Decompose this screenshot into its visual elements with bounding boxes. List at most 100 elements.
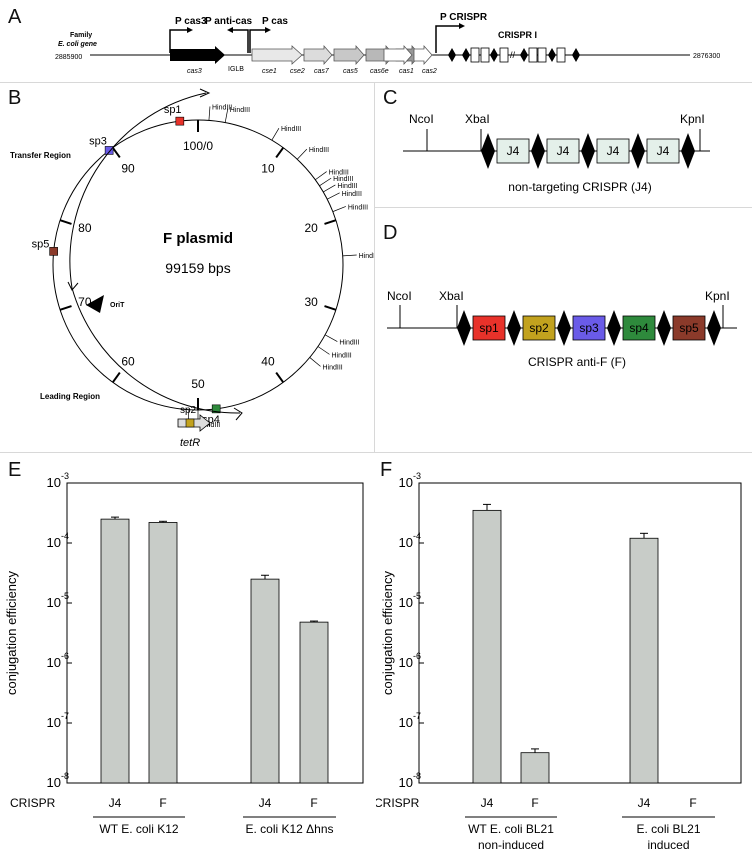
map-tick-label: 80 xyxy=(78,221,92,235)
spacer-box-label: J4 xyxy=(657,144,670,158)
spacer-box-label: sp4 xyxy=(629,321,649,335)
hindiii-site xyxy=(324,334,338,342)
gene-cas3 xyxy=(170,46,225,64)
hindiii-site xyxy=(342,254,357,257)
y-tick-exp: -4 xyxy=(61,531,69,541)
spacer-box-label: sp5 xyxy=(679,321,699,335)
hindiii-label: HindIII xyxy=(348,204,368,211)
svg-text:cas5: cas5 xyxy=(343,68,358,75)
hindiii-label: HindIII xyxy=(337,183,357,190)
hindiii-site xyxy=(332,206,346,212)
bar xyxy=(148,522,178,784)
group-sublabel: non-induced xyxy=(478,838,544,852)
y-tick-exp: -6 xyxy=(61,651,69,661)
svg-text:P cas3: P cas3 xyxy=(175,16,207,27)
svg-text:NcoI: NcoI xyxy=(387,289,412,303)
map-tick-label: 60 xyxy=(121,354,135,368)
hindiii-site xyxy=(208,106,211,121)
transfer-region-arc xyxy=(69,92,207,289)
y-tick-exp: -3 xyxy=(413,471,421,481)
hindiii-label: HindIII xyxy=(329,170,349,177)
panel-label-a: A xyxy=(8,6,22,28)
y-tick-label: 10 xyxy=(47,715,61,730)
map-tick-label: 40 xyxy=(261,354,275,368)
hindiii-label: HindIII xyxy=(323,364,343,371)
y-tick-exp: -4 xyxy=(413,531,421,541)
gene-arrows-cas12 xyxy=(383,44,433,66)
bar xyxy=(520,752,550,784)
svg-text://: // xyxy=(510,50,516,60)
repeat-diamond xyxy=(457,310,471,346)
bar xyxy=(100,518,130,784)
promoter-cas3: P cas3 xyxy=(169,16,207,53)
transfer-region-label: Transfer Region xyxy=(10,151,71,160)
svg-text:cas3: cas3 xyxy=(187,68,202,75)
panel-label-d: D xyxy=(383,222,398,244)
repeat-diamond xyxy=(557,310,571,346)
y-tick-label: 10 xyxy=(399,595,413,610)
svg-text:XbaI: XbaI xyxy=(439,289,464,303)
category-label: F xyxy=(310,796,317,810)
svg-text:cas1: cas1 xyxy=(399,68,414,75)
spacer-box xyxy=(672,315,706,341)
hindiii-site xyxy=(317,346,330,355)
divider-mid-v xyxy=(374,82,375,452)
repeat-diamond xyxy=(631,133,645,169)
hindiii-site xyxy=(319,177,332,187)
group-label: WT E. coli BL21 xyxy=(468,822,554,836)
svg-text:cas6e: cas6e xyxy=(370,68,389,75)
y-tick-exp: -8 xyxy=(413,771,421,781)
bar xyxy=(472,509,502,784)
row-label: CRISPR xyxy=(10,796,56,810)
category-label: J4 xyxy=(481,796,494,810)
spacer-box xyxy=(572,315,606,341)
map-tick xyxy=(275,147,285,158)
y-tick-label: 10 xyxy=(47,775,61,790)
y-tick-label: 10 xyxy=(399,475,413,490)
c-caption: non-targeting CRISPR (J4) xyxy=(508,180,651,194)
svg-text:cas2: cas2 xyxy=(422,68,437,75)
group-sublabel: induced xyxy=(647,838,689,852)
map-tick xyxy=(324,305,337,311)
spacer-mark-sp1 xyxy=(175,116,185,126)
map-tick-label: 20 xyxy=(304,221,318,235)
category-label: J4 xyxy=(109,796,122,810)
group-label: E. coli K12 Δhns xyxy=(245,822,333,836)
y-tick-exp: -3 xyxy=(61,471,69,481)
orit-triangle xyxy=(86,295,104,313)
y-tick-label: 10 xyxy=(399,775,413,790)
spacer-box-label: sp2 xyxy=(529,321,549,335)
panel-a: A Family E. coli gene 2885900 2876300 P … xyxy=(0,0,752,82)
map-tick-label: 50 xyxy=(191,377,205,391)
repeat-diamond xyxy=(481,133,495,169)
svg-text:cse1: cse1 xyxy=(262,68,277,75)
crispr-i-title: CRISPR I xyxy=(498,30,537,40)
repeat-diamond xyxy=(707,310,721,346)
hindiii-label: HindIII xyxy=(212,104,232,111)
leading-region-arc xyxy=(71,287,241,414)
bar xyxy=(299,621,329,784)
spacer-box xyxy=(596,138,630,164)
svg-text:cse2: cse2 xyxy=(290,68,305,75)
cas-operon-diagram: Family E. coli gene 2885900 2876300 P ca… xyxy=(55,12,720,75)
svg-text:KpnI: KpnI xyxy=(705,289,730,303)
bar xyxy=(629,537,659,784)
svg-text:P anti-cas: P anti-cas xyxy=(205,16,252,27)
map-tick xyxy=(111,372,121,383)
spacer-box-label: sp1 xyxy=(479,321,499,335)
category-label: J4 xyxy=(259,796,272,810)
y-tick-exp: -7 xyxy=(413,711,421,721)
group-label: E. coli BL21 xyxy=(636,822,700,836)
y-tick-exp: -6 xyxy=(413,651,421,661)
map-tick-label: 90 xyxy=(121,162,135,176)
y-tick-exp: -5 xyxy=(61,591,69,601)
row-label: CRISPR xyxy=(376,796,420,810)
y-axis-label: conjugation efficiency xyxy=(4,570,19,695)
spacer-label-sp5: sp5 xyxy=(32,238,50,250)
svg-text:P CRISPR: P CRISPR xyxy=(440,12,488,23)
map-tick xyxy=(324,219,337,225)
crispr-i-array: // xyxy=(448,47,580,63)
